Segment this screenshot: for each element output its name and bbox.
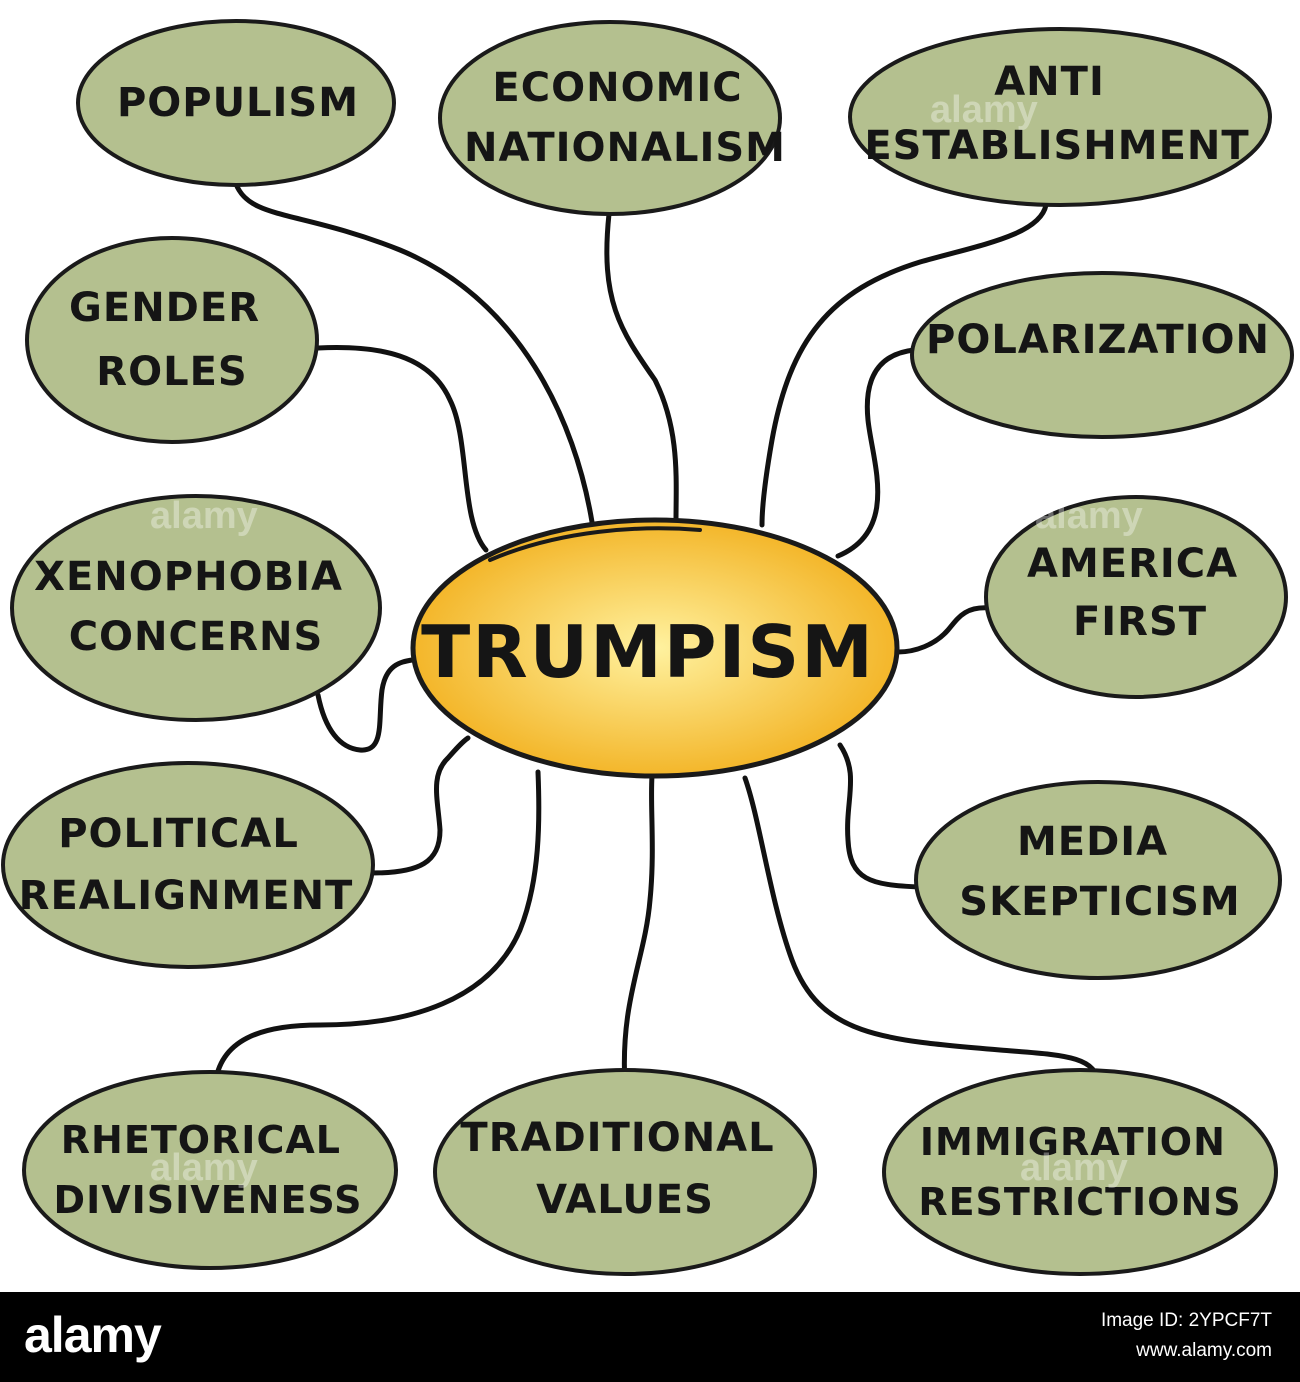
- node-political-realignment: POLITICAL REALIGNMENT: [1, 761, 375, 969]
- center-node: TRUMPISM: [410, 517, 900, 779]
- watermark-1: alamy: [930, 89, 1038, 131]
- footer-image-info: Image ID: 2YPCF7T www.alamy.com: [1101, 1306, 1272, 1366]
- connector-lines: [212, 181, 1101, 1088]
- watermark-5: alamy: [1020, 1147, 1128, 1189]
- footer-brand-logo: alamy: [24, 1307, 162, 1363]
- node-populism: POPULISM: [76, 19, 396, 187]
- watermark-layer: alamy alamy alamy alamy alamy: [150, 89, 1143, 1189]
- center-node-label: TRUMPISM: [421, 610, 875, 694]
- node-political-realignment-label: POLITICAL REALIGNMENT: [19, 811, 354, 919]
- connector-xenophobia-concerns: [315, 657, 415, 753]
- node-polarization-label: POLARIZATION: [926, 317, 1270, 363]
- connector-populism: [233, 181, 595, 525]
- node-xenophobia-concerns: XENOPHOBIA CONCERNS: [10, 494, 382, 722]
- watermark-4: alamy: [150, 1147, 258, 1189]
- node-immigration-restrictions-label: IMMIGRATION RESTRICTIONS: [918, 1120, 1241, 1224]
- connector-political-realignment: [369, 735, 471, 876]
- node-gender-roles-label: GENDER ROLES: [69, 285, 275, 395]
- node-xenophobia-concerns-label: XENOPHOBIA CONCERNS: [34, 554, 358, 660]
- node-rhetorical-divisiveness: RHETORICAL DIVISIVENESS: [22, 1070, 398, 1270]
- node-polarization: POLARIZATION: [910, 271, 1294, 439]
- connector-media-skepticism: [837, 742, 923, 890]
- node-rhetorical-divisiveness-label: RHETORICAL DIVISIVENESS: [54, 1118, 363, 1222]
- node-immigration-restrictions: IMMIGRATION RESTRICTIONS: [882, 1068, 1278, 1276]
- node-traditional-values: TRADITIONAL VALUES: [433, 1068, 817, 1276]
- topic-nodes: POPULISM ECONOMIC NATIONALISM ANTI ESTAB…: [1, 19, 1294, 1276]
- node-media-skepticism: MEDIA SKEPTICISM: [914, 780, 1282, 980]
- footer-image-id: Image ID: 2YPCF7T: [1100, 1310, 1272, 1331]
- connector-gender-roles: [315, 345, 489, 553]
- node-america-first-label: AMERICA FIRST: [1027, 541, 1253, 645]
- center-node-sketch-stroke: [488, 526, 702, 562]
- node-anti-establishment: ANTI ESTABLISHMENT: [848, 27, 1272, 207]
- node-media-skepticism-label: MEDIA SKEPTICISM: [959, 819, 1240, 925]
- connector-immigration-restrictions: [742, 775, 1101, 1088]
- node-economic-nationalism: ECONOMIC NATIONALISM: [438, 20, 786, 216]
- node-america-first: AMERICA FIRST: [984, 495, 1288, 699]
- mind-map-diagram: POPULISM ECONOMIC NATIONALISM ANTI ESTAB…: [1, 19, 1294, 1276]
- connector-polarization: [835, 347, 917, 559]
- connector-america-first: [895, 605, 993, 655]
- node-anti-establishment-label: ANTI ESTABLISHMENT: [864, 59, 1249, 169]
- connector-anti-establishment: [759, 202, 1049, 528]
- connector-economic-nationalism: [604, 211, 679, 523]
- node-traditional-values-label: TRADITIONAL VALUES: [460, 1115, 789, 1223]
- footer-site-url: www.alamy.com: [1136, 1340, 1272, 1361]
- watermark-3: alamy: [1035, 495, 1143, 537]
- watermark-2: alamy: [150, 495, 258, 537]
- connector-rhetorical-divisiveness: [212, 769, 542, 1088]
- connector-traditional-values: [621, 773, 655, 1088]
- node-gender-roles: GENDER ROLES: [25, 236, 319, 444]
- footer-bar: alamy Image ID: 2YPCF7T www.alamy.com: [0, 1292, 1300, 1382]
- node-populism-label: POPULISM: [117, 80, 359, 126]
- node-economic-nationalism-label: ECONOMIC NATIONALISM: [464, 65, 786, 171]
